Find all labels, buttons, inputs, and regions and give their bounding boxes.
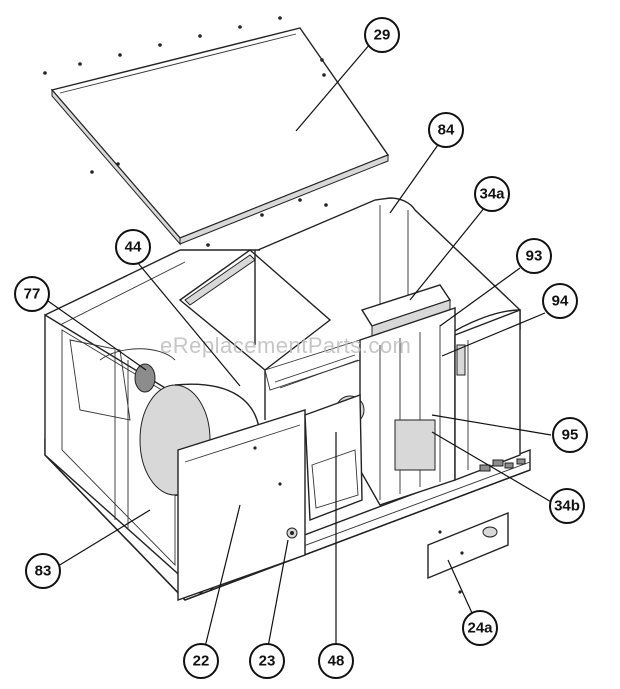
svg-text:34a: 34a <box>479 186 505 203</box>
svg-text:95: 95 <box>562 427 579 444</box>
svg-text:44: 44 <box>125 239 142 256</box>
svg-text:94: 94 <box>552 293 569 310</box>
callout-93: 93 <box>516 238 552 274</box>
callout-22: 22 <box>183 643 219 679</box>
svg-text:77: 77 <box>24 286 41 303</box>
svg-text:34b: 34b <box>554 498 580 515</box>
svg-text:83: 83 <box>35 563 52 580</box>
leader-lines <box>47 43 554 648</box>
svg-text:48: 48 <box>328 653 345 670</box>
callout-77: 77 <box>14 276 50 312</box>
callout-83: 83 <box>25 553 61 589</box>
callout-95: 95 <box>552 417 588 453</box>
svg-text:29: 29 <box>374 27 391 44</box>
callout-94: 94 <box>542 283 578 319</box>
top-cover-panel <box>50 27 390 246</box>
callout-84: 84 <box>428 112 464 148</box>
svg-text:22: 22 <box>193 653 210 670</box>
side-access-panel <box>427 511 509 594</box>
svg-text:93: 93 <box>526 248 543 265</box>
front-access-panel <box>177 409 306 601</box>
middle-compartment <box>178 249 361 420</box>
cover-screws <box>43 16 328 247</box>
callout-44: 44 <box>115 229 151 265</box>
svg-text:23: 23 <box>259 653 276 670</box>
svg-text:24a: 24a <box>467 620 493 637</box>
watermark-text: eReplacementParts.com <box>160 333 411 358</box>
callout-48: 48 <box>318 643 354 679</box>
callout-29: 29 <box>364 17 400 53</box>
right-end-wall <box>454 308 521 482</box>
callout-34a: 34a <box>474 176 510 212</box>
svg-text:84: 84 <box>438 122 455 139</box>
callout-34b: 34b <box>549 488 585 524</box>
callout-23: 23 <box>249 643 285 679</box>
burner-assembly <box>304 284 456 522</box>
callout-24a: 24a <box>462 610 498 646</box>
